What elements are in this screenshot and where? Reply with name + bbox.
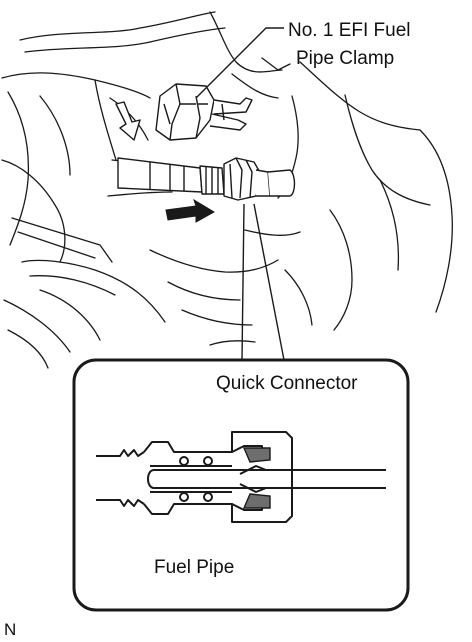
clamp-label-line1: No. 1 EFI Fuel: [288, 20, 411, 41]
retainer-tabs: [242, 447, 271, 509]
engine-bay-linework: [1, 11, 453, 369]
quick-connector-body: [223, 157, 296, 201]
zoom-leader-right: [253, 203, 285, 361]
clamp-label-line2: Pipe Clamp: [296, 48, 394, 69]
figure-code: N: [4, 620, 16, 639]
fuel-hose: [117, 157, 225, 195]
outline-arrow-down: [115, 101, 141, 141]
quick-connector-label: Quick Connector: [216, 373, 358, 394]
zoom-leader-left: [241, 203, 245, 361]
clamp-leader-line: [195, 27, 284, 99]
fuel-pipe-clamp: [155, 83, 253, 141]
fuel-pipe-label: Fuel Pipe: [154, 557, 234, 578]
fuel-pipe-section: [147, 465, 386, 493]
pull-direction-arrow: [165, 198, 215, 223]
